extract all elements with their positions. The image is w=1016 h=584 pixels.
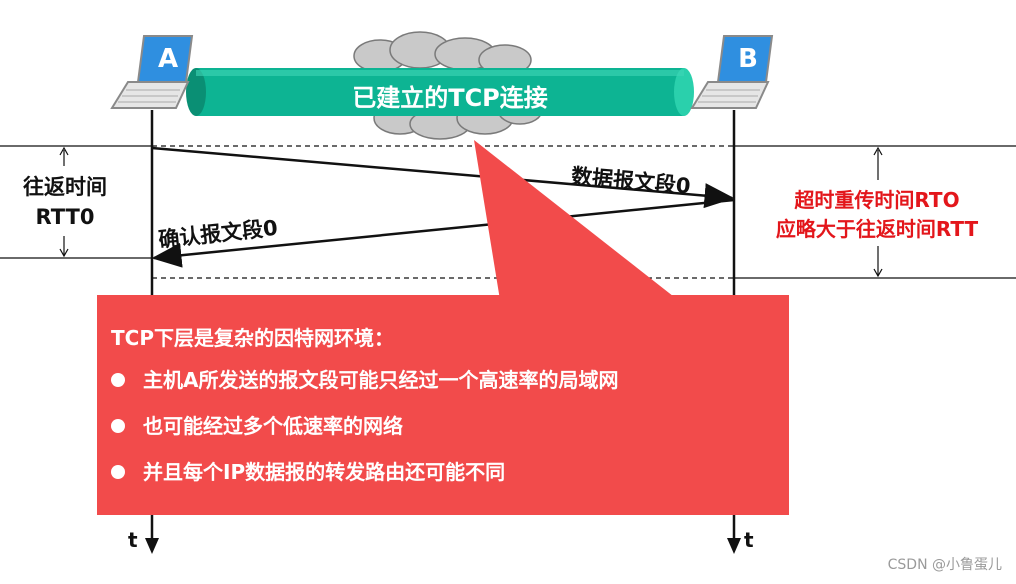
note-bullet: 主机A所发送的报文段可能只经过一个高速率的局域网 xyxy=(111,357,789,403)
rto-label: 超时重传时间RTO 应略大于往返时间RTT xyxy=(746,186,1008,244)
callout-pointer xyxy=(474,140,678,300)
callout-note: TCP下层是复杂的因特网环境： 主机A所发送的报文段可能只经过一个高速率的局域网… xyxy=(97,295,789,515)
data-segment-arrow xyxy=(151,146,735,209)
note-bullet-text: 并且每个IP数据报的转发路由还可能不同 xyxy=(143,460,506,484)
internet-cloud-icon xyxy=(353,31,543,140)
rto-line2: 应略大于往返时间RTT xyxy=(775,217,979,241)
note-bullet-text: 主机A所发送的报文段可能只经过一个高速率的局域网 xyxy=(143,368,619,392)
rtt-line1: 往返时间 xyxy=(23,175,107,199)
tcp-connection-tube xyxy=(186,68,694,116)
rto-line1: 超时重传时间RTO xyxy=(794,188,960,212)
note-bullet-text: 也可能经过多个低速率的网络 xyxy=(143,414,403,438)
bullet-dot-icon xyxy=(111,419,125,433)
host-a-label: A xyxy=(157,44,179,74)
note-bullet: 并且每个IP数据报的转发路由还可能不同 xyxy=(111,449,789,495)
bullet-dot-icon xyxy=(111,373,125,387)
rtt-label: 往返时间 RTT0 xyxy=(10,172,120,232)
reference-lines xyxy=(0,145,1016,279)
laptop-a-icon xyxy=(110,35,194,109)
laptop-b-icon xyxy=(690,35,774,109)
time-axis-b-label: t xyxy=(744,528,754,552)
host-b-label: B xyxy=(738,44,758,74)
note-title: TCP下层是复杂的因特网环境： xyxy=(111,326,394,350)
rtt-line2: RTT0 xyxy=(35,205,95,229)
connection-label: 已建立的TCP连接 xyxy=(352,84,548,112)
note-bullet: 也可能经过多个低速率的网络 xyxy=(111,403,789,449)
watermark: CSDN @小鲁蛋儿 xyxy=(887,557,1002,573)
ack-segment-arrow xyxy=(151,198,735,268)
rtt-interval-arrow xyxy=(59,146,69,258)
bullet-dot-icon xyxy=(111,465,125,479)
time-axis-a-label: t xyxy=(128,528,138,552)
rto-interval-arrow xyxy=(873,146,883,278)
